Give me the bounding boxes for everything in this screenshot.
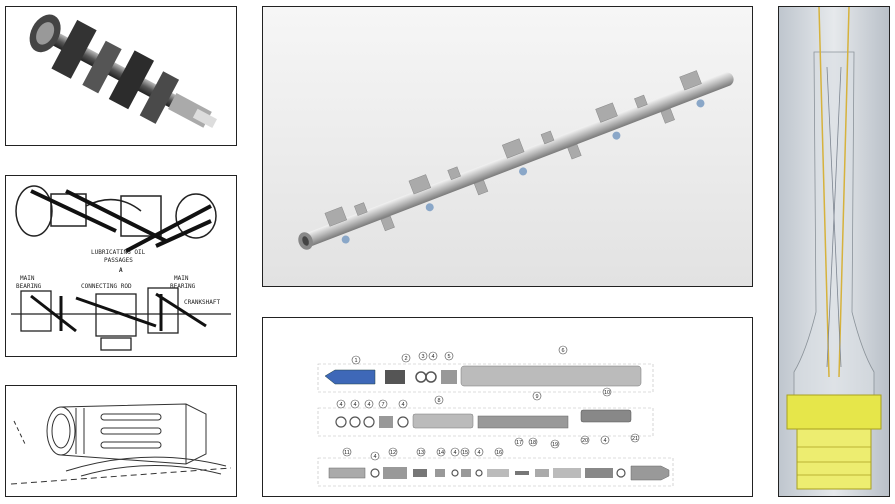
main-bearing-right-1: MAIN <box>174 275 189 282</box>
part-callout-number: 4 <box>367 402 370 408</box>
part-callout-circle <box>351 355 361 365</box>
part-callout-circle <box>370 451 380 461</box>
part-callout-number: 4 <box>339 402 342 408</box>
part-callout-circle <box>528 437 538 447</box>
figure-label-a: A <box>119 267 123 274</box>
part-callout-circle <box>444 351 454 361</box>
part-callout-circle <box>434 395 444 405</box>
part-callout-number: 4 <box>401 402 404 408</box>
part-callout-number: 1 <box>354 358 357 364</box>
main-bearing-left-2: BEARING <box>16 283 42 290</box>
part-callout-circle <box>342 447 352 457</box>
part-callout-circle <box>494 447 504 457</box>
part-callout-number: 14 <box>438 450 444 456</box>
crankshaft-image <box>29 14 217 128</box>
part-callout-circle <box>416 447 426 457</box>
fuel-rail-image <box>263 7 752 286</box>
part-callout-circle <box>460 447 470 457</box>
part-callout-number: 17 <box>516 440 522 446</box>
part-callout-number: 9 <box>535 394 538 400</box>
sleeve-drawing-panel <box>5 385 237 497</box>
lubrication-diagram-panel: LUBRICATING OIL PASSAGES A MAIN BEARING … <box>5 175 237 357</box>
part-callout-number: 12 <box>390 450 396 456</box>
part-callout-circle <box>630 433 640 443</box>
part-callout-number: 6 <box>561 348 564 354</box>
part-callout-number: 7 <box>381 402 384 408</box>
part-callout-circle <box>580 435 590 445</box>
part-callout-number: 21 <box>632 436 638 442</box>
part-callout-number: 8 <box>437 398 440 404</box>
part-callout-number: 4 <box>373 454 376 460</box>
part-callout-circle <box>418 351 428 361</box>
passages-label-2: PASSAGES <box>104 257 133 264</box>
part-callout-circle <box>428 351 438 361</box>
row-1 <box>317 363 654 393</box>
part-callout-circle <box>600 435 610 445</box>
part-callout-circle <box>550 439 560 449</box>
part-callout-circle <box>378 399 388 409</box>
part-callout-number: 3 <box>421 354 424 360</box>
main-bearing-right-2: BEARING <box>170 283 196 290</box>
part-callout-number: 5 <box>447 354 450 360</box>
part-callout-circle <box>436 447 446 457</box>
part-callout-circle <box>401 353 411 363</box>
crankshaft-label: CRANKSHAFT <box>184 299 221 306</box>
part-callout-number: 10 <box>604 390 610 396</box>
part-callout-number: 4 <box>453 450 456 456</box>
part-callout-number: 18 <box>530 440 536 446</box>
tool-holder-image <box>779 7 889 496</box>
part-callout-number: 4 <box>603 438 606 444</box>
part-callout-number: 4 <box>431 354 434 360</box>
lubrication-diagram: LUBRICATING OIL PASSAGES A MAIN BEARING … <box>11 185 231 351</box>
part-callout-circle <box>602 387 612 397</box>
part-callout-circle <box>336 399 346 409</box>
part-callout-circle <box>532 391 542 401</box>
sleeve-drawing <box>10 403 232 485</box>
row-2 <box>317 407 654 437</box>
part-callout-number: 15 <box>462 450 468 456</box>
part-callout-number: 4 <box>477 450 480 456</box>
fuel-rail-panel <box>262 6 753 287</box>
row-3 <box>317 457 674 487</box>
part-callout-circle <box>398 399 408 409</box>
connecting-rod-label: CONNECTING ROD <box>81 283 132 290</box>
part-callout-circle <box>474 447 484 457</box>
tool-holder-panel <box>778 6 890 497</box>
crankshaft-photo-panel <box>5 6 237 146</box>
part-callout-circle <box>514 437 524 447</box>
part-callout-number: 16 <box>496 450 502 456</box>
passages-label-1: LUBRICATING OIL <box>91 249 146 256</box>
main-bearing-left-1: MAIN <box>20 275 35 282</box>
part-callout-circle <box>450 447 460 457</box>
part-callout-number: 20 <box>582 438 588 444</box>
part-callout-number: 13 <box>418 450 424 456</box>
part-callout-number: 11 <box>344 450 350 456</box>
part-callout-circle <box>350 399 360 409</box>
part-callout-circle <box>388 447 398 457</box>
part-callout-number: 4 <box>353 402 356 408</box>
part-callout-number: 2 <box>404 356 407 362</box>
part-callout-circle <box>558 345 568 355</box>
part-callout-circle <box>364 399 374 409</box>
part-callout-number: 19 <box>552 442 558 448</box>
